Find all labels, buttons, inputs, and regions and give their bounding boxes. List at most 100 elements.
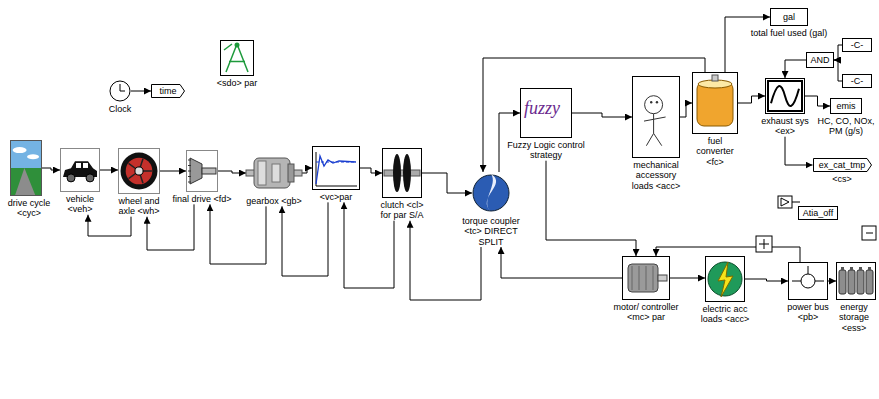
icon-part xyxy=(235,43,240,48)
block-border xyxy=(119,149,160,194)
icon-part xyxy=(188,165,191,166)
mech-accessory-block: mechanical accessory loads <acc> xyxy=(632,76,680,191)
block-label: power bus <pb> xyxy=(786,302,830,323)
icon-part xyxy=(188,182,191,183)
disp-icon: emis xyxy=(830,98,862,114)
pb-symbol xyxy=(788,262,828,300)
icon-part xyxy=(473,175,509,211)
wheel-axle-block: wheel and axle <wh> xyxy=(118,148,160,217)
vc-symbol xyxy=(312,146,360,190)
signal-line xyxy=(302,168,312,173)
block-label: gearbox <gb> xyxy=(246,196,302,206)
icon-part xyxy=(857,270,864,294)
icon-part xyxy=(190,158,202,184)
gearbox-block: gearbox <gb> xyxy=(246,152,302,206)
icon-part xyxy=(121,153,158,190)
energy-storage-block: energy storage <ess> xyxy=(836,262,876,333)
gb-icon xyxy=(246,152,302,194)
signal-line xyxy=(725,17,770,72)
vehicle-control-block: <vc>par xyxy=(312,146,360,202)
signal-line xyxy=(785,137,813,165)
block-label: electric acc loads <acc> xyxy=(697,304,753,325)
block-border xyxy=(221,41,254,76)
icon-part xyxy=(644,114,666,146)
signal-line xyxy=(210,204,266,264)
power-bus-block: power bus <pb> xyxy=(788,262,828,323)
block-border xyxy=(789,263,828,300)
icon-part xyxy=(850,267,853,270)
block-text: -C- xyxy=(851,76,864,86)
goto-tag: time xyxy=(151,84,185,98)
wh-icon xyxy=(118,148,160,194)
icon-part xyxy=(868,267,871,270)
block-label: drive cycle <cyc> xyxy=(3,198,55,219)
signal-line xyxy=(738,96,765,103)
block-label: wheel and axle <wh> xyxy=(114,196,164,217)
icon-part xyxy=(202,168,216,174)
icon-part xyxy=(15,168,36,196)
icon-part xyxy=(768,81,802,111)
block-border xyxy=(313,147,360,190)
goto-tag: ex_cat_tmp <cs> xyxy=(813,158,872,184)
icon-part xyxy=(646,266,647,290)
output-symbol xyxy=(866,233,873,234)
block-text: emis xyxy=(836,101,855,111)
icon-part xyxy=(13,147,27,153)
icon-part xyxy=(771,86,799,106)
signal-line xyxy=(218,171,246,173)
block-label: fuel converter <fc> xyxy=(691,136,739,167)
block-border xyxy=(807,53,834,68)
signal-line xyxy=(805,96,830,106)
signal-line xyxy=(100,170,118,171)
block-label: energy storage <ess> xyxy=(832,302,876,333)
icon-part xyxy=(135,167,143,175)
icon-part xyxy=(653,266,654,290)
clk-icon xyxy=(109,80,131,102)
icon-part xyxy=(792,266,824,281)
icon-part xyxy=(859,267,862,270)
icon-part xyxy=(120,84,125,91)
bus-selector-symbol xyxy=(764,239,765,249)
block-label: Fuzzy Logic control strategy xyxy=(505,140,587,161)
tc-icon xyxy=(472,172,510,214)
block-label: <cs> xyxy=(832,174,852,184)
icon-part xyxy=(848,270,855,294)
veh-symbol xyxy=(60,148,100,192)
block-text: ex_cat_tmp xyxy=(819,160,866,170)
motor-controller-block: motor/ controller <mc> par xyxy=(622,256,670,323)
icon-part xyxy=(632,266,633,290)
signal-line xyxy=(834,45,842,60)
icon-part xyxy=(288,164,294,182)
clk-symbol xyxy=(109,80,131,102)
display-block: galtotal fuel used (gal) xyxy=(770,8,808,38)
constant-block: -C- xyxy=(842,74,872,88)
block-border xyxy=(633,77,680,158)
mc-icon xyxy=(622,256,670,300)
icon-part xyxy=(639,266,640,290)
icon-part xyxy=(658,275,667,281)
output-block xyxy=(862,226,876,240)
block-text: Atia_off xyxy=(803,208,833,218)
icon-part xyxy=(126,158,153,185)
icon-part xyxy=(188,176,191,177)
block-label: Clock xyxy=(109,104,132,114)
tc-symbol xyxy=(472,172,510,214)
block-border xyxy=(771,9,808,26)
ea-symbol xyxy=(705,256,745,302)
display-block: emisHC, CO, NOx, PM (g/s) xyxy=(830,98,862,137)
signal-line xyxy=(745,279,788,281)
icon-part xyxy=(11,141,42,196)
block-border xyxy=(766,79,805,114)
gain-block xyxy=(778,196,792,208)
block-border xyxy=(799,207,838,220)
block-text: time xyxy=(159,86,176,96)
block-label: torque coupler <tc> DIRECT SPLIT xyxy=(458,216,524,247)
icon-part xyxy=(841,267,844,270)
fd-symbol xyxy=(186,150,218,192)
block-border xyxy=(843,39,872,52)
veh-icon xyxy=(60,148,100,192)
icon-part xyxy=(645,96,663,114)
fuel-converter-block: fuel converter <fc> xyxy=(692,72,738,167)
tag-icon: ex_cat_tmp xyxy=(813,158,872,172)
